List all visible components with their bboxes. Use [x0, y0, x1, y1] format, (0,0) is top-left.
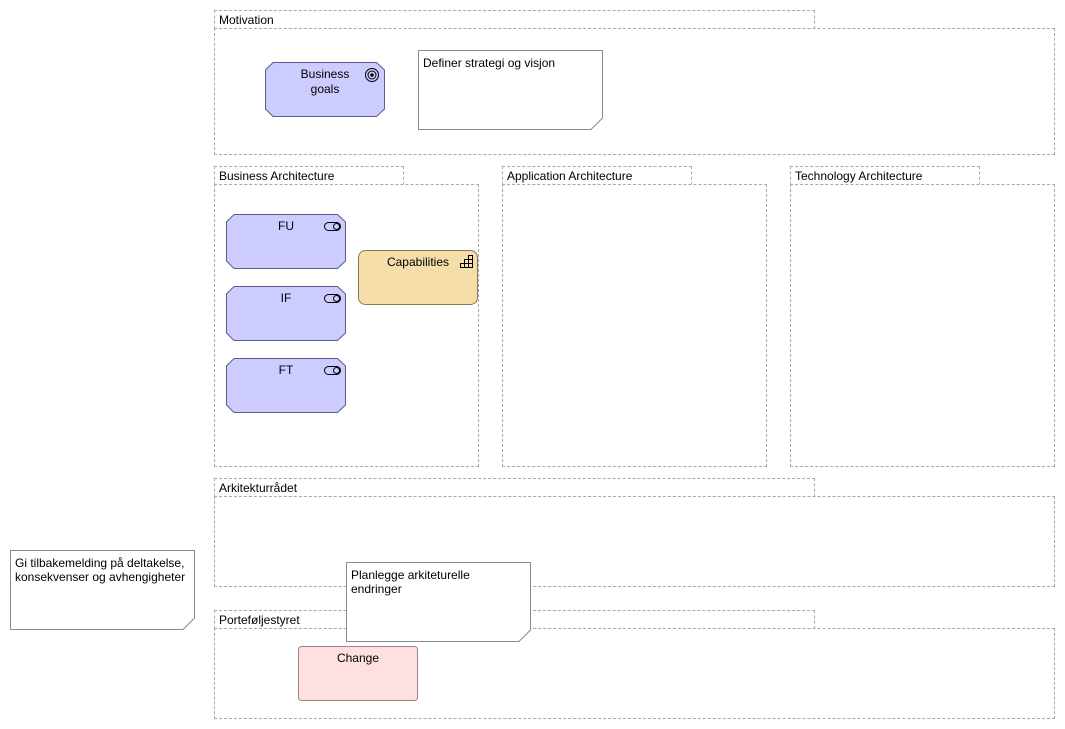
if-label: IF [280, 291, 292, 305]
business-goals-label: Business goals [300, 67, 350, 96]
group-technology-architecture[interactable] [790, 184, 1055, 467]
capabilities-label: Capabilities [386, 255, 450, 269]
group-application-architecture[interactable] [502, 184, 767, 467]
group-technology-architecture-label: Technology Architecture [795, 169, 923, 183]
ft-label: FT [278, 363, 294, 377]
fu-element[interactable]: FU [226, 214, 346, 269]
capability-icon [460, 255, 474, 269]
group-arkitekturradet-label: Arkitekturrådet [219, 481, 298, 495]
note-definer-text: Definer strategi og visjon [423, 56, 556, 70]
group-business-architecture-tab[interactable]: Business Architecture [214, 166, 404, 185]
group-application-architecture-label: Application Architecture [507, 169, 633, 183]
note-tilbakemelding[interactable]: Gi tilbakemelding på deltakelse, konsekv… [10, 550, 195, 630]
group-motivation-tab[interactable]: Motivation [214, 10, 815, 29]
service-icon [324, 294, 342, 304]
business-goals-element[interactable]: Business goals [265, 62, 385, 117]
goal-icon [364, 67, 380, 83]
note-definer[interactable]: Definer strategi og visjon [418, 50, 603, 130]
note-planlegge-text: Planlegge arkiteturelle endringer [351, 568, 470, 596]
change-element[interactable]: Change [298, 646, 418, 701]
if-element[interactable]: IF [226, 286, 346, 341]
fu-label: FU [278, 219, 294, 233]
group-business-architecture-label: Business Architecture [219, 169, 335, 183]
group-portefoljestyret-label: Porteføljestyret [219, 613, 300, 627]
change-label: Change [336, 651, 380, 665]
ft-element[interactable]: FT [226, 358, 346, 413]
service-icon [324, 222, 342, 232]
note-planlegge[interactable]: Planlegge arkiteturelle endringer [346, 562, 531, 642]
group-arkitekturradet[interactable] [214, 496, 1055, 587]
group-technology-architecture-tab[interactable]: Technology Architecture [790, 166, 980, 185]
group-application-architecture-tab[interactable]: Application Architecture [502, 166, 692, 185]
service-icon [324, 366, 342, 376]
note-tilbakemelding-text: Gi tilbakemelding på deltakelse, konsekv… [15, 556, 186, 584]
group-motivation-label: Motivation [219, 13, 274, 27]
group-arkitekturradet-tab[interactable]: Arkitekturrådet [214, 478, 815, 497]
capabilities-element[interactable]: Capabilities [358, 250, 478, 305]
business-goals-shape [265, 62, 385, 117]
